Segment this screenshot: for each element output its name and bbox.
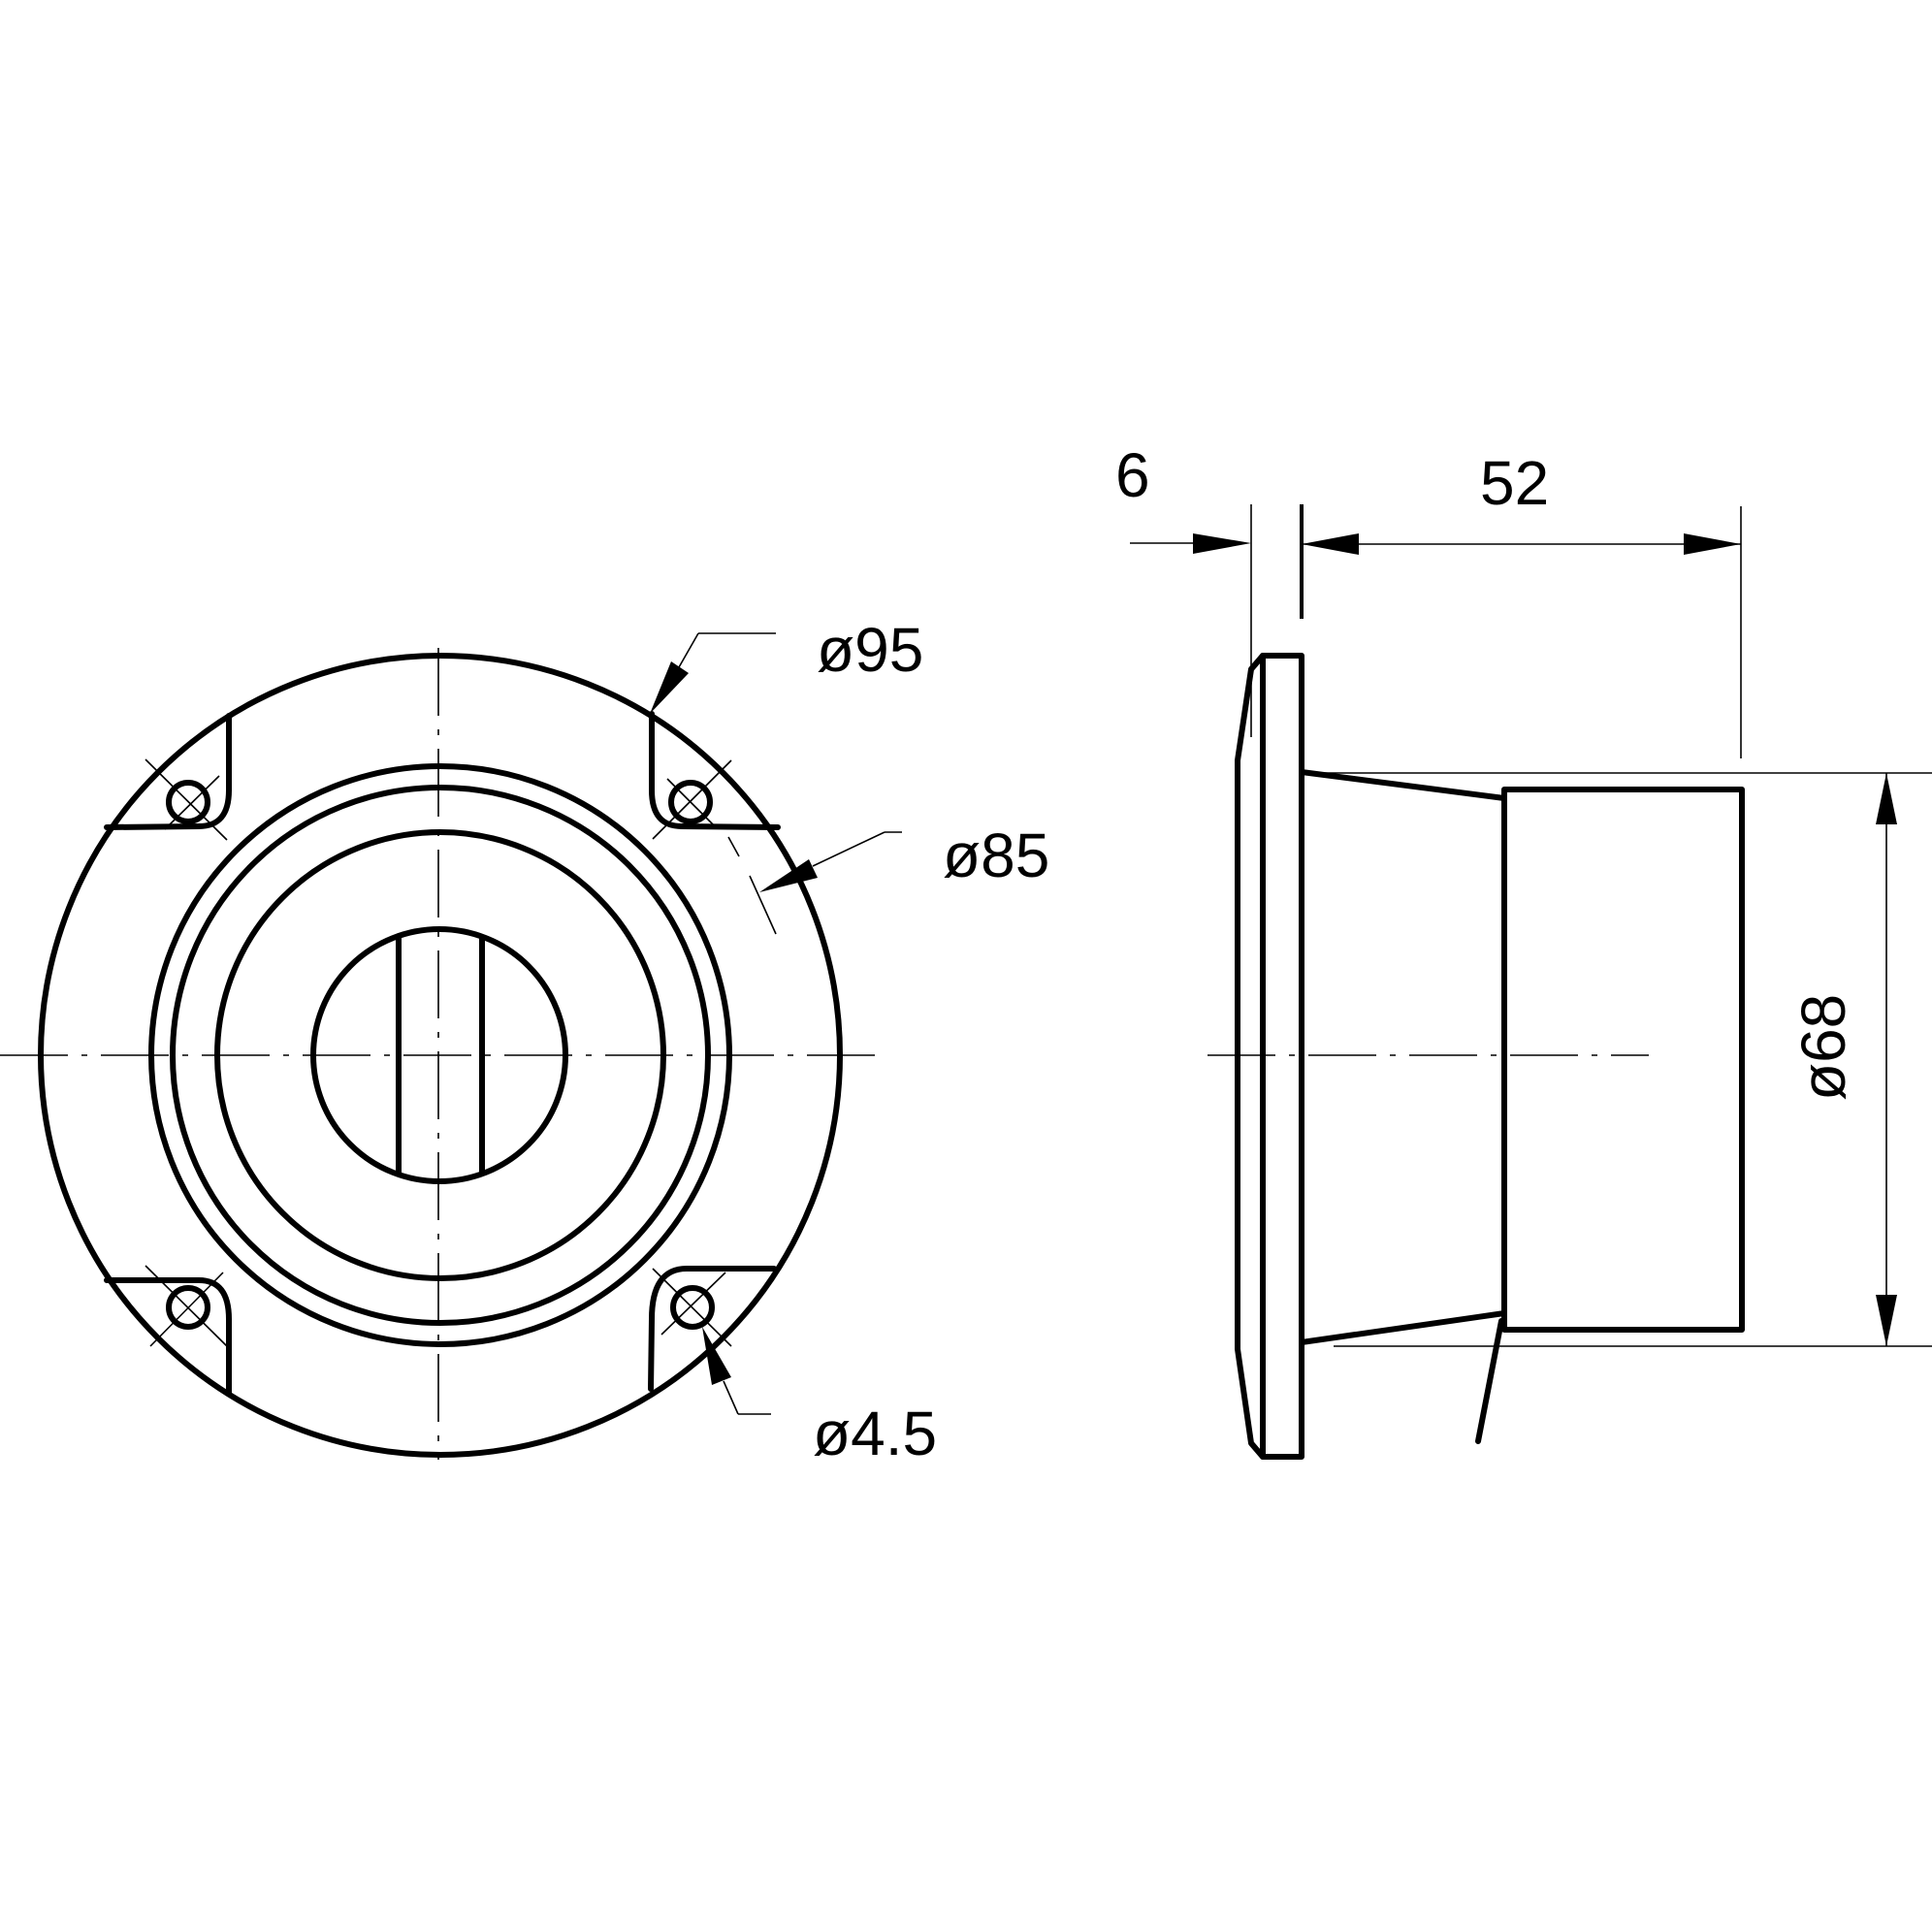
arrowhead-icon	[1302, 533, 1359, 555]
mounting-hole-top-left	[145, 758, 228, 841]
flange-chamfer	[1235, 653, 1266, 1460]
side-view: 6 52 ø68	[1115, 440, 1932, 1460]
depth-dimension: 52	[1302, 448, 1741, 555]
mounting-lug-top-left	[104, 713, 232, 830]
bolt-circle-diameter-label: ø85	[943, 821, 1049, 890]
flange-thickness-label: 6	[1115, 440, 1150, 510]
body-diameter-label: ø68	[1788, 994, 1858, 1101]
bolt-circle-callout: ø85	[759, 821, 1049, 892]
mounting-lug-top-right	[649, 711, 781, 830]
arrowhead-icon	[1193, 533, 1251, 554]
front-view: ø95 ø85 ø4.5	[0, 615, 1049, 1468]
lead-wire	[1475, 1318, 1504, 1444]
mounting-hole-bottom-right	[652, 1268, 732, 1347]
cone-bottom-edge	[1299, 1310, 1507, 1345]
bolt-circle-mark-1	[727, 836, 740, 857]
bolt-circle-mark-2	[749, 875, 777, 935]
arrowhead-icon	[759, 859, 818, 892]
cone-top-edge	[1299, 769, 1507, 801]
outer-flange-circle	[38, 653, 843, 1458]
center-dome-circle	[310, 926, 568, 1184]
mounting-hole-bottom-left	[145, 1265, 230, 1349]
flange-plate	[1260, 653, 1304, 1460]
inner-ring	[214, 829, 666, 1281]
mounting-lug-bottom-left	[104, 1277, 232, 1397]
body-cylinder	[1501, 787, 1745, 1333]
arrowhead-icon	[1876, 1295, 1897, 1346]
depth-label: 52	[1480, 448, 1549, 518]
outer-diameter-label: ø95	[817, 615, 923, 685]
arrowhead-icon	[702, 1327, 731, 1385]
hole-diameter-label: ø4.5	[813, 1399, 937, 1468]
mounting-lug-bottom-right	[648, 1266, 777, 1392]
arrowhead-icon	[1876, 773, 1897, 824]
body-diameter-dimension: ø68	[1788, 773, 1897, 1346]
flange-thickness-dimension: 6	[1115, 440, 1251, 554]
middle-ring	[170, 785, 711, 1326]
mounting-hole-top-right	[652, 759, 732, 840]
arrowhead-icon	[1684, 533, 1741, 555]
outer-diameter-callout: ø95	[650, 615, 923, 714]
arrowhead-icon	[650, 661, 689, 714]
hole-diameter-callout: ø4.5	[702, 1327, 937, 1468]
outer-ring	[148, 763, 732, 1347]
